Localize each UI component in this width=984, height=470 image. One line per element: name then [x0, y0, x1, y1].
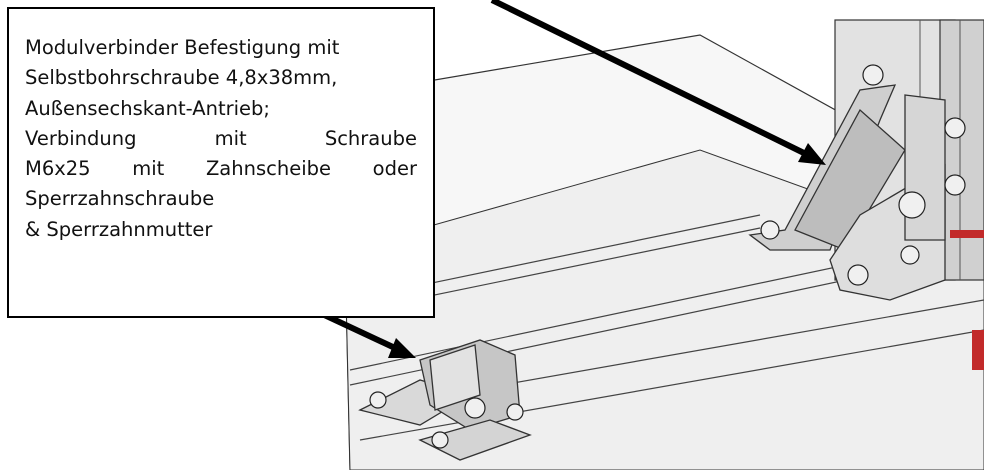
- callout-word: mit: [214, 126, 247, 150]
- module-connector: [358, 339, 532, 461]
- callout-line: Modulverbinder Befestigung mit: [25, 36, 340, 59]
- callout-word: Schraube: [324, 126, 417, 150]
- callout-word: Verbindung: [25, 126, 137, 150]
- callout-line: Selbstbohrschraube 4,8x38mm,: [25, 66, 338, 90]
- callout-word: mit: [132, 157, 165, 181]
- callout-line: & Sperrzahnmutter: [25, 217, 213, 241]
- callout-line-justified: M6x25 mit Zahnscheibe oder: [25, 154, 417, 184]
- callout-box: Modulverbinder Befestigung mit Selbstboh…: [7, 7, 435, 318]
- callout-word: Zahnscheibe: [205, 157, 331, 181]
- bolt: [369, 391, 524, 449]
- callout-line-justified: Verbindung mit Schraube: [25, 124, 417, 154]
- callout-line: Sperrzahnschraube: [25, 187, 215, 211]
- bolt: [760, 64, 966, 286]
- callout-word: oder: [372, 157, 417, 181]
- callout-word: M6x25: [25, 157, 91, 181]
- callout-line: Außensechskant-Antrieb;: [25, 96, 270, 120]
